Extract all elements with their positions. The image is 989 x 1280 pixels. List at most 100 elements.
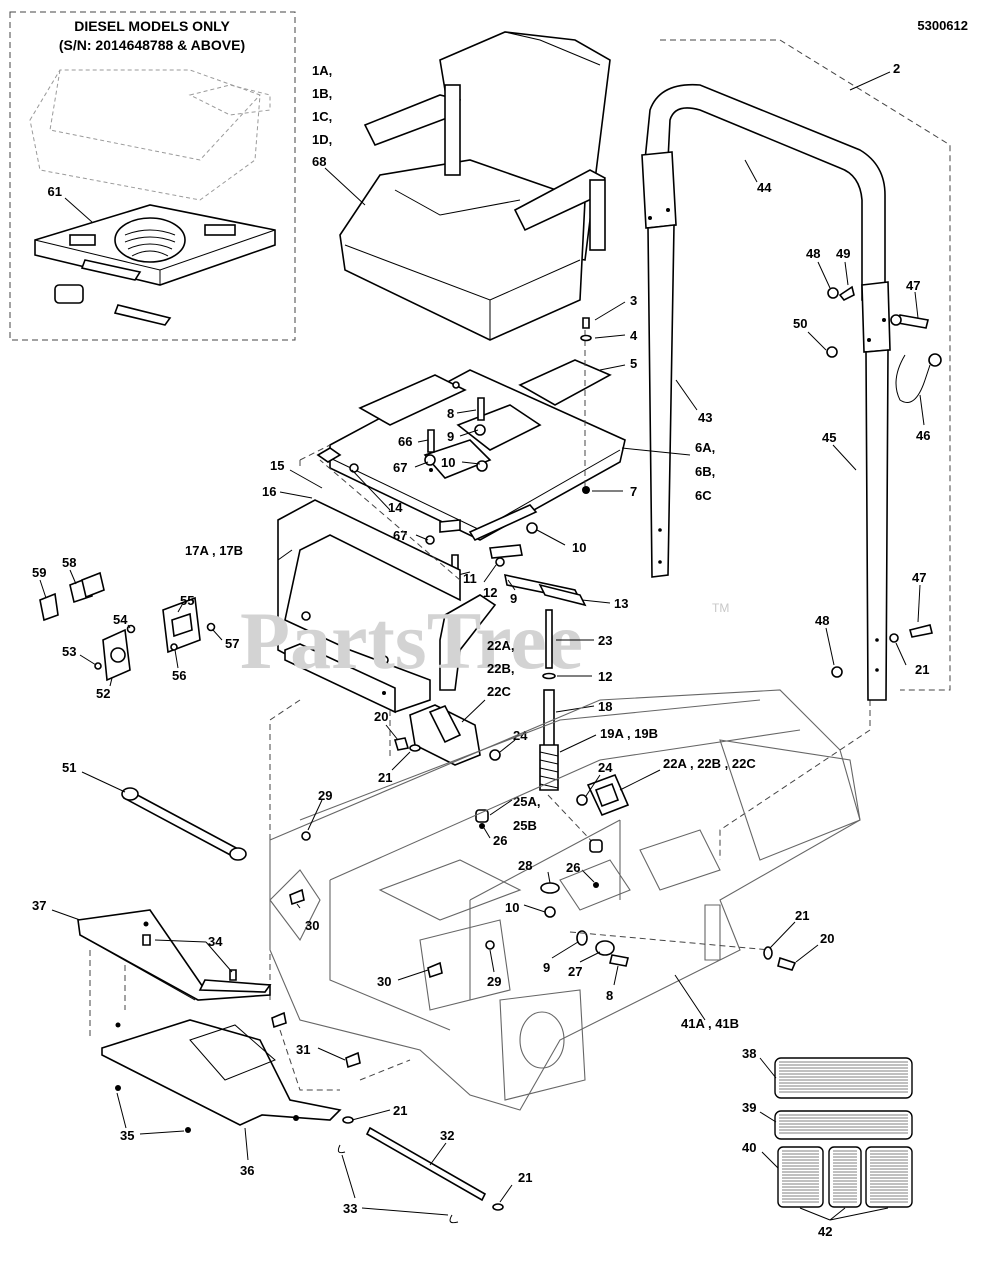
- foot-pan-part-36: [101, 1019, 342, 1133]
- electrical-parts: [39, 571, 216, 682]
- callout-29a: 29: [318, 788, 332, 803]
- callout-50: 50: [793, 316, 807, 331]
- callout-1b: 1B,: [312, 86, 332, 101]
- callout-12b: 12: [598, 669, 612, 684]
- rops-hoop-part-44: [641, 83, 891, 353]
- callout-8b: 8: [606, 988, 613, 1003]
- decal-40-right: [865, 1146, 913, 1208]
- diagram-id: 5300612: [917, 18, 968, 33]
- seat-part-1: [339, 31, 611, 341]
- callout-33: 33: [343, 1201, 357, 1216]
- callout-30a: 30: [305, 918, 319, 933]
- callout-1d: 1D,: [312, 132, 332, 147]
- callout-38: 38: [742, 1046, 756, 1061]
- callout-6b: 6B,: [695, 464, 715, 479]
- bumpers: [475, 809, 603, 888]
- callout-51: 51: [62, 760, 76, 775]
- callout-66: 66: [398, 434, 412, 449]
- callout-28: 28: [518, 858, 532, 873]
- callout-32: 32: [440, 1128, 454, 1143]
- callout-6a: 6A,: [695, 440, 715, 455]
- callout-15: 15: [270, 458, 284, 473]
- callout-1c: 1C,: [312, 109, 332, 124]
- callout-18: 18: [598, 699, 612, 714]
- callout-21d: 21: [393, 1103, 407, 1118]
- callout-44: 44: [757, 180, 772, 195]
- bolt-washer-right: [763, 946, 797, 971]
- callout-9b: 9: [510, 591, 517, 606]
- frame-clips: [271, 831, 495, 1069]
- inset-ghost-seat: [29, 69, 271, 201]
- decal-40-left: [777, 1146, 824, 1208]
- callout-17: 17A , 17B: [185, 543, 243, 558]
- watermark: PartsTree: [240, 595, 583, 686]
- rops-right-post-part-45: [865, 349, 889, 701]
- callout-52: 52: [96, 686, 110, 701]
- callout-53: 53: [62, 644, 76, 659]
- bolt-washer-left: [393, 737, 421, 752]
- callout-22b: 22B,: [487, 661, 514, 676]
- callout-23: 23: [598, 633, 612, 648]
- callout-25b: 25B: [513, 818, 537, 833]
- callout-57: 57: [225, 636, 239, 651]
- callout-22c: 22C: [487, 684, 511, 699]
- callout-7: 7: [630, 484, 637, 499]
- callout-48a: 48: [806, 246, 820, 261]
- callout-12a: 12: [483, 585, 497, 600]
- decals: [774, 1057, 913, 1208]
- callout-45: 45: [822, 430, 836, 445]
- callout-6c: 6C: [695, 488, 712, 503]
- callout-39: 39: [742, 1100, 756, 1115]
- callout-34: 34: [208, 934, 223, 949]
- callout-21b: 21: [378, 770, 392, 785]
- seat-suspension-part-61: [34, 204, 276, 326]
- callout-43: 43: [698, 410, 712, 425]
- callout-8a: 8: [447, 406, 454, 421]
- callout-9a: 9: [447, 429, 454, 444]
- callout-16: 16: [262, 484, 276, 499]
- callout-20a: 20: [374, 709, 388, 724]
- seat-bolts: [427, 397, 485, 472]
- callout-47a: 47: [906, 278, 920, 293]
- callout-36: 36: [240, 1163, 254, 1178]
- seat-plate-part-6: [329, 359, 626, 541]
- callout-31: 31: [296, 1042, 310, 1057]
- callout-11: 11: [463, 571, 477, 586]
- seat-bracket-right-part-22: [576, 773, 630, 817]
- callout-14: 14: [388, 500, 403, 515]
- callout-58: 58: [62, 555, 76, 570]
- callout-41: 41A , 41B: [681, 1016, 739, 1031]
- callout-24b: 24: [598, 760, 613, 775]
- callout-4: 4: [630, 328, 638, 343]
- callout-35: 35: [120, 1128, 134, 1143]
- seat-hinge-parts: [316, 447, 587, 607]
- callout-42: 42: [818, 1224, 832, 1239]
- callout-47b: 47: [912, 570, 926, 585]
- callout-20b: 20: [820, 931, 834, 946]
- diesel-inset: DIESEL MODELS ONLY (S/N: 2014648788 & AB…: [9, 11, 296, 341]
- rops-left-post-part-43: [647, 224, 675, 578]
- callout-10b: 10: [572, 540, 586, 555]
- callout-29b: 29: [487, 974, 501, 989]
- callout-46: 46: [916, 428, 930, 443]
- callout-37: 37: [32, 898, 46, 913]
- callout-19: 19A , 19B: [600, 726, 658, 741]
- callout-49: 49: [836, 246, 850, 261]
- callout-10c: 10: [505, 900, 519, 915]
- decal-40-mid: [828, 1146, 862, 1208]
- callout-21c: 21: [795, 908, 809, 923]
- callout-26a: 26: [493, 833, 507, 848]
- callout-5: 5: [630, 356, 637, 371]
- callout-55: 55: [180, 593, 194, 608]
- callout-56: 56: [172, 668, 186, 683]
- inset-title-line2: (S/N: 2014648788 & ABOVE): [59, 37, 245, 53]
- callout-22a: 22A,: [487, 638, 514, 653]
- callout-22abc: 22A , 22B , 22C: [663, 756, 756, 771]
- callout-13: 13: [614, 596, 628, 611]
- rod-part-51: [121, 787, 247, 861]
- rops-hardware: [826, 285, 942, 678]
- callout-10a: 10: [441, 455, 455, 470]
- callout-21a: 21: [915, 662, 929, 677]
- callout-68: 68: [312, 154, 326, 169]
